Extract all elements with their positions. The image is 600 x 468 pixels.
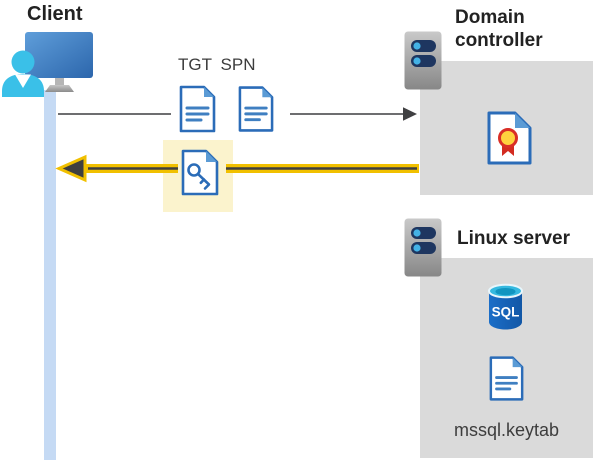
tgt-label: TGT xyxy=(178,55,212,74)
sql-database-icon: SQL xyxy=(488,283,523,330)
key-document-icon xyxy=(181,149,219,196)
sql-badge-text: SQL xyxy=(492,305,520,320)
linux-server-icon xyxy=(404,218,442,277)
keytab-document-icon xyxy=(489,356,524,401)
client-label: Client xyxy=(27,3,83,25)
domain-controller-label: Domain controller xyxy=(455,7,543,51)
domain-controller-server-icon xyxy=(404,31,442,90)
tgt-document-icon xyxy=(179,85,216,133)
monitor-user-icon xyxy=(2,32,93,97)
client-lifeline-bar xyxy=(44,90,56,460)
spn-document-icon xyxy=(238,86,274,132)
keytab-file-label: mssql.keytab xyxy=(453,420,560,440)
linux-server-label: Linux server xyxy=(457,228,570,249)
spn-label: SPN xyxy=(220,55,256,74)
certificate-icon xyxy=(487,111,532,165)
dc-to-client-arrow xyxy=(55,154,419,183)
